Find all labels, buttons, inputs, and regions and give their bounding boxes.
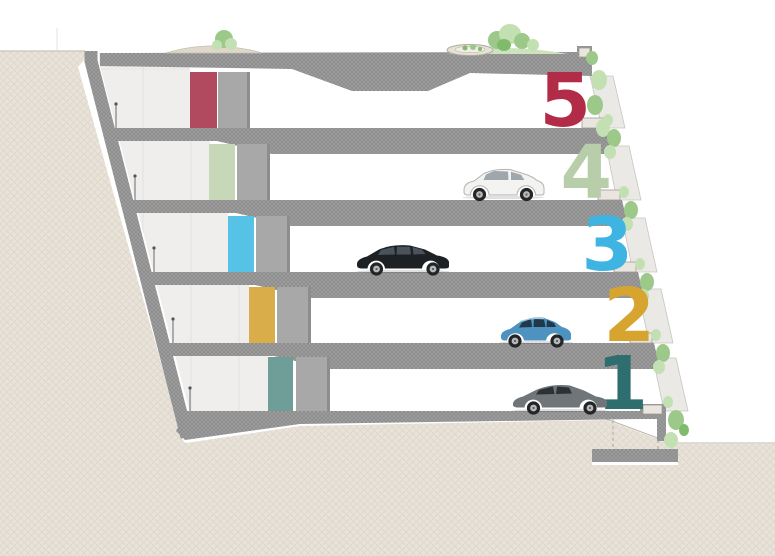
column-level4 xyxy=(237,144,270,200)
column-level3 xyxy=(256,216,290,272)
core-panel-level4 xyxy=(209,144,235,200)
wheel xyxy=(526,401,541,415)
core-panel-level3 xyxy=(228,216,254,272)
column-edge xyxy=(287,216,290,272)
column-level2 xyxy=(277,287,311,343)
car-gray-fastback-level1 xyxy=(512,385,608,415)
core-panel-level2 xyxy=(249,287,275,343)
roof-bush-left xyxy=(212,30,237,50)
car-body xyxy=(513,385,607,408)
roof-bushes-right xyxy=(488,24,539,51)
facade-slope-bands xyxy=(589,75,689,412)
car-windows xyxy=(519,319,556,328)
greenery-level5-edge xyxy=(603,114,621,159)
wheel xyxy=(519,187,534,202)
column-edge xyxy=(308,287,311,343)
car-roof-highlight xyxy=(519,317,545,323)
wheel xyxy=(426,262,440,276)
greenery-level4-edge xyxy=(619,186,638,231)
retaining-wall xyxy=(84,51,194,439)
level-number-3: 3 xyxy=(582,202,634,288)
car-windows xyxy=(378,246,426,255)
back-wall-face xyxy=(99,53,268,413)
wheel xyxy=(472,187,487,202)
level-number-1: 1 xyxy=(597,341,649,427)
greenery-roof-edge xyxy=(586,51,610,137)
column-edge xyxy=(247,72,250,128)
level-number-4: 4 xyxy=(561,130,613,216)
column-level5 xyxy=(218,72,250,128)
anchor-pins xyxy=(114,102,192,411)
car-black-sedan-level3 xyxy=(356,245,450,276)
column-edge xyxy=(327,357,330,411)
floor-slab-level5 xyxy=(112,128,612,154)
floor-slab-level4 xyxy=(131,200,628,226)
wheel xyxy=(508,334,522,348)
car-windows xyxy=(483,171,525,180)
core-panel-level5 xyxy=(190,72,217,128)
greenery-level3-edge xyxy=(635,258,654,303)
core-panels-and-columns xyxy=(190,72,330,411)
earth-section xyxy=(0,51,775,556)
car-blue-hatchback-level2 xyxy=(499,317,573,348)
planter-box-level1 xyxy=(642,404,663,415)
car-body xyxy=(463,168,545,196)
column-edge xyxy=(267,144,270,200)
core-panel-level1 xyxy=(268,357,293,411)
foundation xyxy=(592,420,678,465)
footing xyxy=(592,449,678,462)
roof-planter-ring xyxy=(446,44,494,56)
embankment-line xyxy=(604,418,775,444)
car-windows xyxy=(536,386,572,395)
level-number-5: 5 xyxy=(540,58,592,144)
greenery-level2-edge xyxy=(651,329,670,374)
greenery-level1-edge xyxy=(663,396,689,448)
wheel xyxy=(550,334,564,348)
column-level1 xyxy=(296,357,330,411)
car-body xyxy=(357,245,449,269)
floor-slab-level2 xyxy=(169,343,660,369)
wheel xyxy=(583,401,597,415)
footing-underline xyxy=(592,462,678,465)
wheel xyxy=(369,262,384,276)
base-slab xyxy=(176,411,640,440)
floor-slab-level3 xyxy=(150,272,644,298)
roof-slab xyxy=(100,46,592,91)
car-white-suv-level4 xyxy=(462,168,545,202)
level-number-2: 2 xyxy=(604,273,656,359)
